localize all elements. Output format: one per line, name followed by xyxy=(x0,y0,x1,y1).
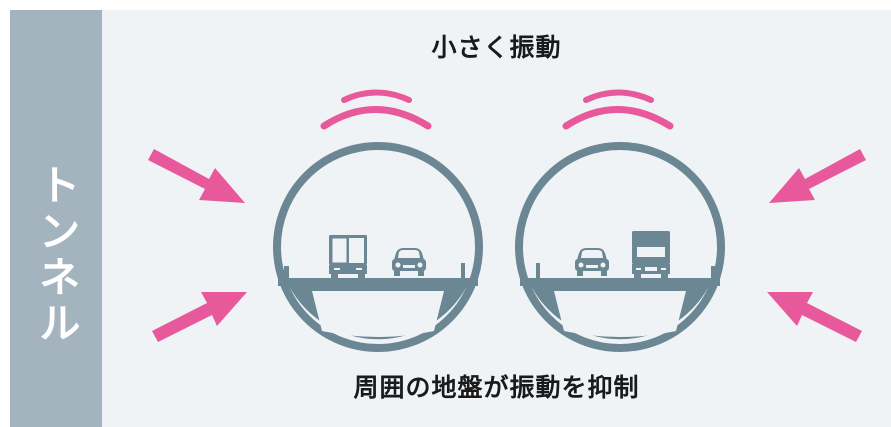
left-tunnel-post xyxy=(461,263,465,278)
pressure-arrow-icon xyxy=(769,149,866,203)
pressure-arrow-icon xyxy=(767,292,862,342)
right-tunnel xyxy=(515,142,725,352)
left-tunnel-ring xyxy=(273,142,483,352)
right-tunnel-post xyxy=(536,263,540,278)
left-tunnel-curb xyxy=(284,266,289,278)
right-tunnel-ring xyxy=(515,142,725,352)
vibration-arc-icon xyxy=(562,89,674,130)
car-icon xyxy=(575,248,609,276)
right-tunnel-road xyxy=(520,278,720,286)
sidebar-label: トンネル xyxy=(32,163,81,347)
top-caption: 小さく振動 xyxy=(431,33,562,62)
truck-icon xyxy=(328,234,368,279)
left-tunnel xyxy=(273,142,483,352)
pressure-arrow-icon xyxy=(152,292,247,342)
right-tunnel-duct xyxy=(554,291,686,337)
pressure-arrow-icon xyxy=(148,149,245,203)
right-tunnel-curb xyxy=(711,266,716,278)
vibration-arc-icon xyxy=(320,89,432,130)
left-tunnel-road xyxy=(278,278,478,286)
diagram-panel xyxy=(102,10,891,427)
left-tunnel-duct xyxy=(312,291,444,337)
truck-icon xyxy=(632,231,670,278)
car-icon xyxy=(392,248,426,276)
sidebar: トンネル xyxy=(10,10,102,427)
bottom-caption: 周囲の地盤が振動を抑制 xyxy=(353,373,640,402)
